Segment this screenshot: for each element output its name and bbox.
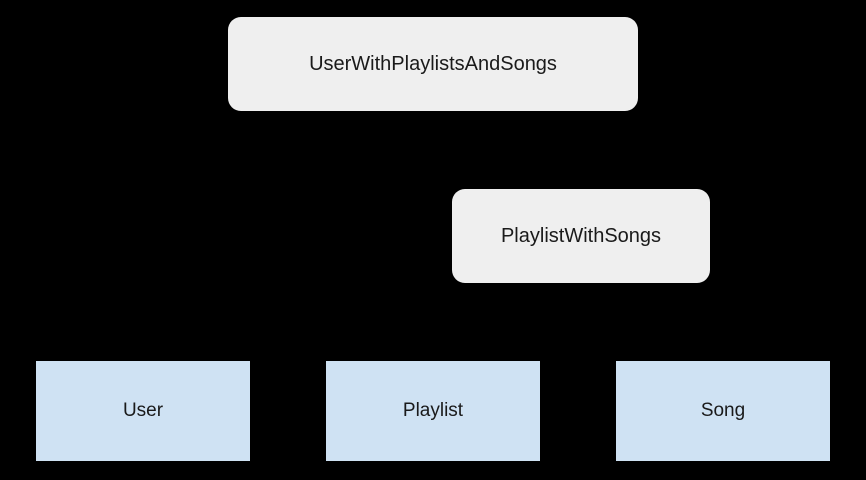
node-playlist-with-songs[interactable]: PlaylistWithSongs <box>452 189 710 283</box>
edge-user-with-playlists-and-songs-to-playlist-with-songs <box>559 111 582 189</box>
node-label: Playlist <box>402 400 464 422</box>
edge-user-with-playlists-and-songs-to-user <box>142 111 301 361</box>
node-label: UserWithPlaylistsAndSongs <box>309 52 557 75</box>
edge-playlist-with-songs-to-song <box>659 283 724 361</box>
node-label: User <box>122 400 164 422</box>
node-song[interactable]: Song <box>616 361 830 461</box>
edge-playlist-with-songs-to-playlist <box>432 283 511 361</box>
node-user[interactable]: User <box>36 361 250 461</box>
node-label: PlaylistWithSongs <box>500 224 662 247</box>
node-label: Song <box>700 400 746 422</box>
node-user-with-playlists-and-songs[interactable]: UserWithPlaylistsAndSongs <box>228 17 638 111</box>
node-playlist[interactable]: Playlist <box>326 361 540 461</box>
